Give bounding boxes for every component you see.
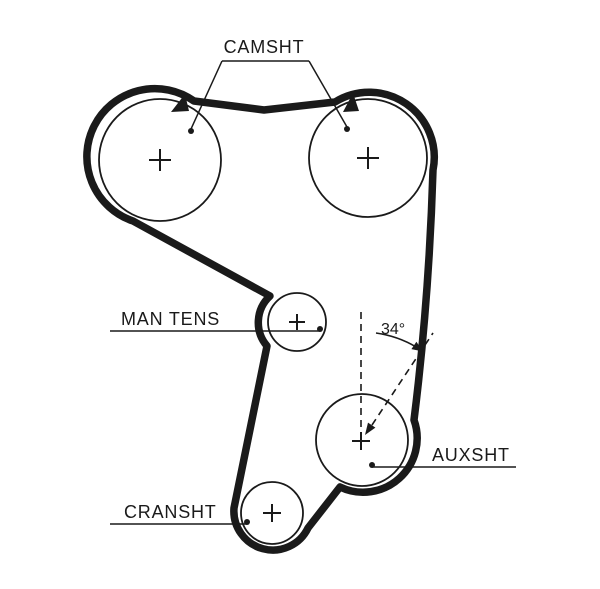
camshaft-right-center-mark: [357, 147, 379, 169]
timing-mark-left-icon: [171, 94, 189, 112]
manual-tensioner-leader-dot: [317, 326, 323, 332]
camshaft-left-center-mark: [149, 149, 171, 171]
tensioner-center-mark: [289, 314, 305, 330]
angle-arc-arrowhead-icon: [411, 341, 423, 352]
angle-line-arrowhead-icon: [365, 422, 376, 435]
camshaft-leader-left: [190, 60, 223, 130]
crankshaft-center-mark: [263, 504, 281, 522]
timing-mark-right-icon: [343, 93, 359, 112]
manual-tensioner-label: MAN TENS: [121, 309, 220, 329]
auxiliary-shaft-label: AUXSHT: [432, 445, 510, 465]
camshaft-leader-dot-left: [188, 128, 194, 134]
camshaft-leader-right: [308, 60, 348, 128]
auxiliary-shaft-leader-dot: [369, 462, 375, 468]
angle-value-label: 34°: [381, 321, 405, 338]
timing-belt: [83, 84, 439, 554]
crankshaft-label: CRANSHT: [124, 502, 217, 522]
auxshaft-center-mark: [352, 432, 370, 450]
camshaft-leader-dot-right: [344, 126, 350, 132]
angled-reference-line: [371, 332, 434, 426]
camshaft-label: CAMSHT: [224, 37, 305, 57]
crankshaft-leader-dot: [244, 519, 250, 525]
